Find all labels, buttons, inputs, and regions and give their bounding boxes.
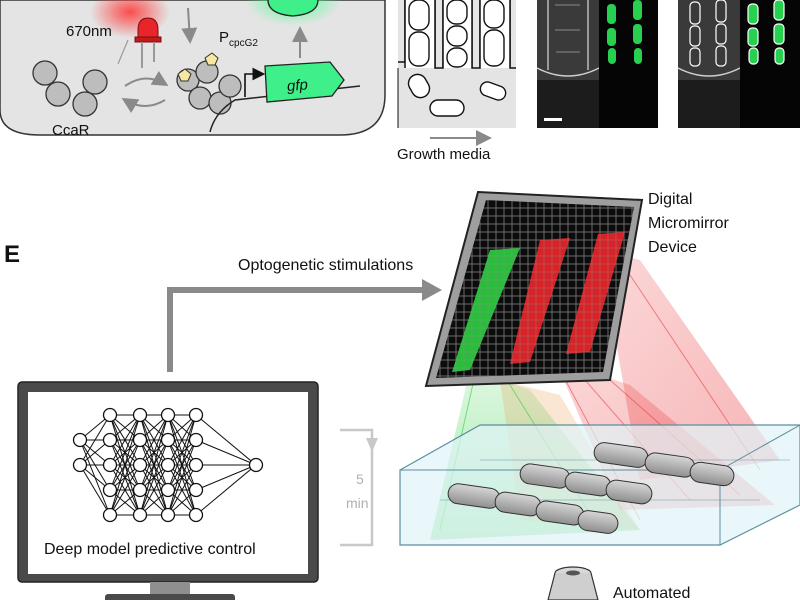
neural-network-icon xyxy=(72,407,264,523)
feedback-loop xyxy=(340,428,378,547)
microscopy-image-1 xyxy=(536,0,658,128)
nn-node xyxy=(132,432,148,448)
panel-letter: E xyxy=(4,241,20,268)
microscopy-image-2 xyxy=(677,0,800,128)
monitor-base xyxy=(105,594,235,600)
nn-node xyxy=(188,482,204,498)
nn-connection xyxy=(195,439,257,466)
nn-connection xyxy=(139,414,169,466)
promoter-arrow xyxy=(244,67,266,97)
nn-node xyxy=(72,457,88,473)
nn-connection xyxy=(109,414,141,491)
nn-connection xyxy=(167,414,197,491)
nn-node xyxy=(188,432,204,448)
dmd-device xyxy=(424,190,644,388)
nn-node xyxy=(102,482,118,498)
stimulation-arrow xyxy=(167,287,425,372)
nn-connection xyxy=(139,414,169,491)
microfluidic-chip xyxy=(399,424,800,546)
gfp-protein xyxy=(267,0,319,17)
promoter-label: PcpcG2 xyxy=(219,29,258,49)
microscope-label: Automated xyxy=(613,585,690,600)
nn-connection xyxy=(109,439,141,516)
nn-connection xyxy=(167,439,197,516)
microscope-objective-icon xyxy=(547,566,599,600)
nn-connection xyxy=(139,439,169,516)
nn-node xyxy=(102,507,118,523)
nn-node xyxy=(102,457,118,473)
chamber-schematic: Growth media xyxy=(397,0,516,163)
nn-connection xyxy=(109,414,141,516)
nn-connection xyxy=(139,464,169,516)
nn-node xyxy=(132,507,148,523)
nn-node xyxy=(248,457,264,473)
wavelength-label: 670nm xyxy=(66,23,112,40)
nn-node xyxy=(102,432,118,448)
nn-connection xyxy=(139,414,169,516)
nn-node xyxy=(160,507,176,523)
nn-connection xyxy=(167,414,197,466)
led-icon xyxy=(117,17,162,68)
nn-connection xyxy=(195,464,257,491)
nn-connection xyxy=(79,464,111,516)
loop-interval-label: 5 min xyxy=(346,471,369,511)
nn-connection xyxy=(109,414,141,466)
reverse-arrow xyxy=(121,97,166,114)
circuit-panel: 670nm CcaR PcpcG2 xyxy=(0,0,386,139)
nn-connection xyxy=(167,464,197,516)
monitor-caption: Deep model predictive control xyxy=(44,541,256,558)
chip-cells xyxy=(447,442,735,534)
monitor-neck xyxy=(150,582,190,596)
dna-strand xyxy=(209,85,361,133)
nn-node xyxy=(188,507,204,523)
media-label: Growth media xyxy=(397,146,491,163)
scale-bar xyxy=(544,118,562,121)
nn-node xyxy=(102,407,118,423)
protein-label: CcaR xyxy=(52,122,90,139)
gene-label: gfp xyxy=(286,76,308,95)
nn-node xyxy=(160,457,176,473)
forward-arrow xyxy=(124,70,169,87)
dmd-label: Digital Micromirror Device xyxy=(648,191,733,256)
nn-connection xyxy=(195,464,257,516)
nn-node xyxy=(132,407,148,423)
light-arrow xyxy=(181,7,198,44)
segmented-cells xyxy=(747,0,785,65)
nn-node xyxy=(132,457,148,473)
nn-node xyxy=(160,407,176,423)
nn-node xyxy=(160,482,176,498)
nn-node xyxy=(188,457,204,473)
gfp-gene xyxy=(264,61,345,103)
nn-connection xyxy=(195,414,257,466)
fluorescent-cells xyxy=(607,0,642,64)
ccar-monomers xyxy=(32,60,108,117)
nn-node xyxy=(188,407,204,423)
nn-node xyxy=(132,482,148,498)
nn-node xyxy=(72,432,88,448)
nn-connection xyxy=(109,464,141,516)
trench-cells xyxy=(407,0,507,117)
nn-connection xyxy=(167,414,197,516)
nn-node xyxy=(160,432,176,448)
optogenetic-label: Optogenetic stimulations xyxy=(238,257,413,274)
nn-connection xyxy=(79,414,111,466)
stimulation-arrowhead xyxy=(422,279,442,301)
